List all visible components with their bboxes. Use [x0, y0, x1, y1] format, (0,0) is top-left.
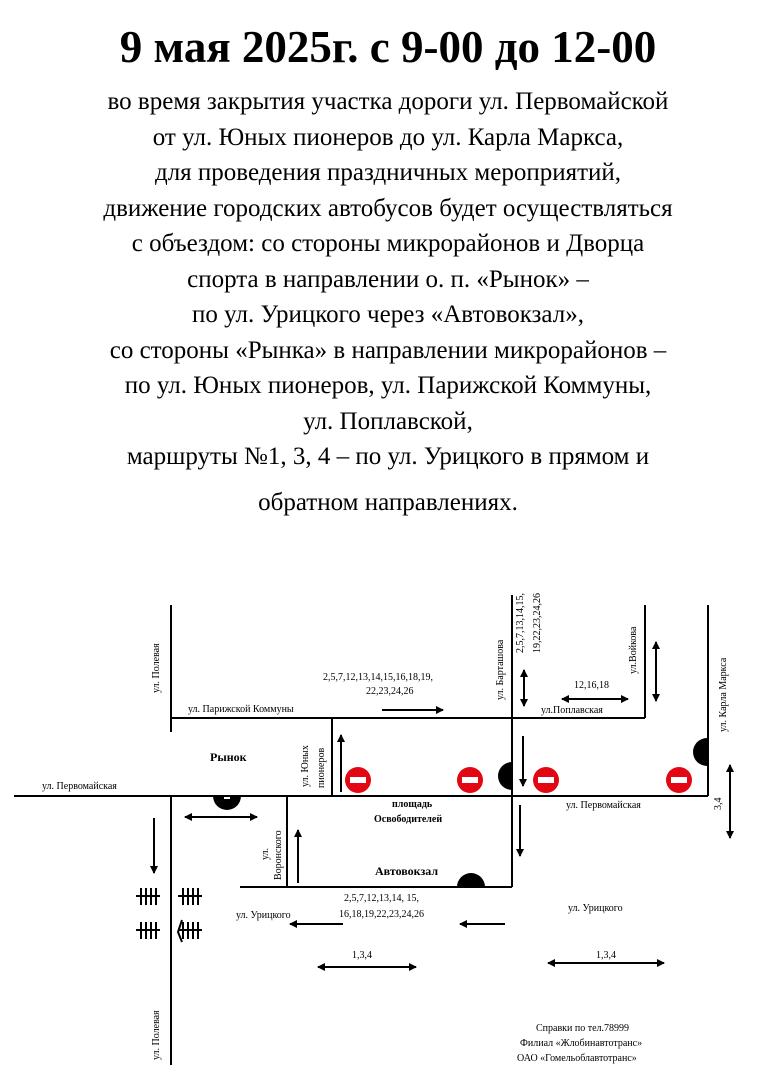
notice-line: от ул. Юных пионеров до ул. Карла Маркса… [152, 123, 624, 151]
street-label: ул. Юных [300, 745, 311, 787]
railway-crossing [136, 888, 202, 943]
route-arrows [150, 641, 734, 971]
route-numbers: 22,23,24,26 [366, 686, 414, 697]
street-label: Воронского [273, 830, 284, 880]
page-title: 9 мая 2025г. с 9-00 до 12-00 [119, 22, 657, 72]
bus-stop-icon [498, 762, 512, 790]
street-label: ул. Барташова [495, 639, 506, 700]
bus-stop-icon [693, 738, 707, 766]
street-label: ул. Первомайская [42, 781, 117, 792]
street-label: ул. [260, 848, 271, 860]
route-numbers: 3,4 [713, 798, 724, 811]
route-numbers: 1,3,4 [352, 950, 372, 961]
bus-stop-icon [213, 796, 241, 810]
street-label: ул. Урицкого [568, 903, 623, 914]
notice-line: спорта в направлении о. п. «Рынок» – [187, 265, 589, 293]
footer-branch: Филиал «Жлобинавтотранс» [520, 1038, 642, 1049]
no-entry-sign [533, 767, 559, 793]
route-numbers: 19,22,23,24,26 [532, 593, 543, 653]
street-lines [14, 595, 709, 1065]
street-label: ул. Парижской Коммуны [188, 704, 294, 715]
street-label: ул. Урицкого [236, 910, 291, 921]
route-numbers: 2,5,7,12,13,14,15,16,18,19, [323, 672, 433, 683]
notice-line: для проведения праздничных мероприятий, [154, 159, 622, 186]
notice-line: по ул. Урицкого через «Автовокзал», [192, 301, 584, 328]
notice-line: обратном направлениях. [258, 488, 518, 516]
route-numbers: 2,5,7,13,14,15, [515, 593, 526, 653]
footer-company: ОАО «Гомельоблавтотранс» [517, 1053, 637, 1064]
route-numbers: 16,18,19,22,23,24,26 [339, 909, 424, 920]
place-label: Освободителей [374, 814, 442, 825]
route-numbers: 1,3,4 [596, 950, 616, 961]
notice-line: по ул. Юных пионеров, ул. Парижской Комм… [124, 372, 652, 399]
street-label: ул. Карла Маркса [718, 657, 729, 732]
place-label: площадь [392, 799, 433, 810]
street-label: ул.Поплавская [541, 705, 603, 716]
no-entry-sign [666, 767, 692, 793]
place-label: Рынок [210, 750, 247, 764]
notice-line: движение городских автобусов будет осуще… [103, 194, 673, 222]
bus-stop-icon [457, 873, 485, 887]
notice-line: во время закрытия участка дороги ул. Пер… [107, 88, 669, 115]
footer-phone: Справки по тел.78999 [536, 1023, 629, 1034]
detour-map: ул. Парижской Коммуны ул. Первомайская у… [14, 593, 734, 1065]
notice-line: со стороны «Рынка» в направлении микрора… [109, 336, 667, 364]
no-entry-sign [457, 767, 483, 793]
notice-line: маршруты №1, 3, 4 – по ул. Урицкого в пр… [126, 443, 650, 470]
street-label: пионеров [316, 748, 327, 788]
route-numbers: 2,5,7,12,13,14, 15, [344, 893, 419, 904]
street-label: ул. Первомайская [566, 800, 641, 811]
place-label: Автовокзал [375, 864, 438, 878]
no-entry-sign [345, 767, 371, 793]
street-label: ул. Полевая [151, 1010, 162, 1060]
notice-line: с объездом: со стороны микрорайонов и Дв… [131, 230, 645, 257]
notice-text: во время закрытия участка дороги ул. Пер… [0, 84, 776, 525]
route-numbers: 12,16,18 [574, 680, 609, 691]
notice-line: ул. Поплавской, [303, 407, 473, 435]
street-label: ул.Войкова [628, 626, 639, 674]
street-label: ул. Полевая [151, 643, 162, 693]
